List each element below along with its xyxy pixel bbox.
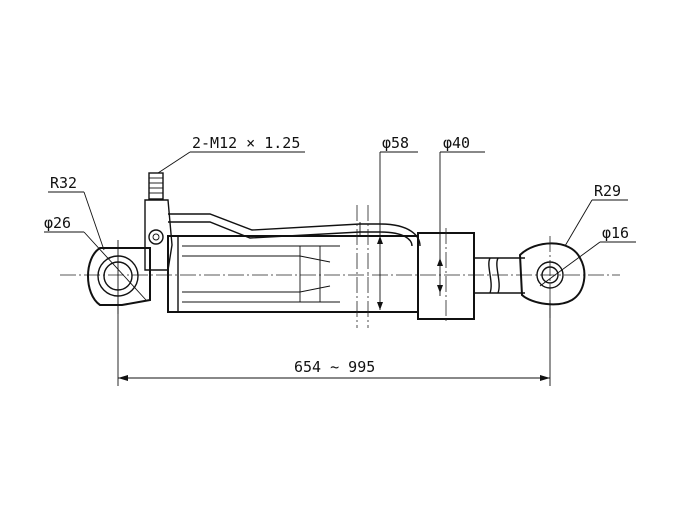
r29-callout: R29 (564, 182, 628, 247)
bore-left-callout: φ26 (44, 214, 147, 301)
barrel-diameter-dim: φ58 (377, 134, 418, 310)
bore-right-callout: φ16 (539, 224, 636, 287)
radius-right-label: R29 (594, 182, 621, 200)
rod-diameter-label: φ40 (443, 134, 470, 152)
left-eye (87, 240, 151, 314)
length-dimension: 654 ~ 995 (117, 300, 551, 386)
radius-left-label: R32 (50, 174, 77, 192)
rod-diameter-dim: φ40 (437, 134, 485, 296)
barrel-diameter-label: φ58 (382, 134, 409, 152)
grease-fitting (144, 172, 173, 271)
bore-right-label: φ16 (602, 224, 629, 242)
piston-rod (474, 257, 525, 294)
gland-housing (417, 228, 475, 324)
cylinder-barrel (167, 235, 419, 313)
r32-callout: R32 (48, 174, 105, 251)
thread-label: 2-M12 × 1.25 (192, 134, 300, 152)
hydraulic-pipe (168, 213, 421, 247)
bore-left-label: φ26 (44, 214, 71, 232)
length-label: 654 ~ 995 (294, 358, 375, 376)
thread-callout: 2-M12 × 1.25 (157, 134, 305, 174)
